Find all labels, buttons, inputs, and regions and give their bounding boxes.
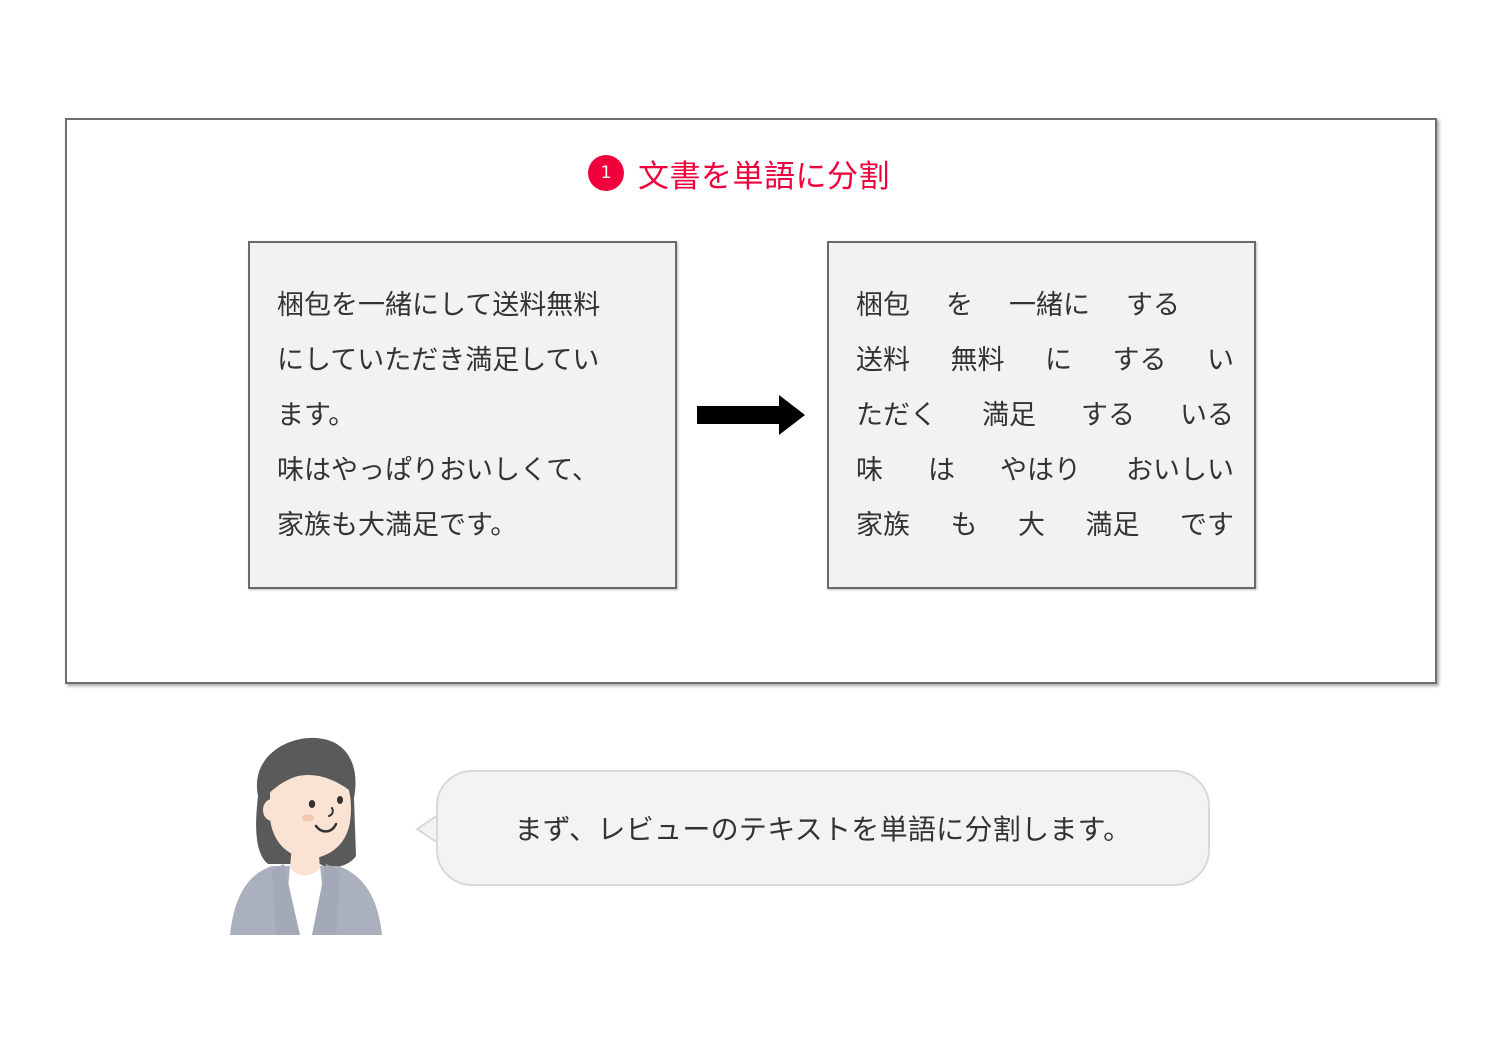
token: する	[1113, 333, 1167, 388]
token-line: 送料 無料 に する い	[856, 333, 1234, 388]
original-text-line: 家族も大満足です。	[277, 498, 655, 553]
token: 送料	[856, 333, 910, 388]
original-text-line: 梱包を一緒にして送料無料	[277, 278, 655, 333]
token: いる	[1180, 388, 1234, 443]
token: を	[946, 278, 973, 333]
original-text-line: ます。	[277, 388, 655, 443]
token: やはり	[1000, 443, 1081, 498]
step-number-badge: 1	[588, 155, 624, 191]
token: です	[1180, 498, 1234, 553]
token-line: 梱包 を 一緒に する	[856, 278, 1234, 333]
step-title-text: 文書を単語に分割	[638, 151, 890, 196]
token: 一緒に	[1009, 278, 1090, 333]
token: 味	[856, 443, 883, 498]
speech-bubble: まず、レビューのテキストを単語に分割します。	[436, 770, 1210, 886]
original-text-lines: 梱包を一緒にして送料無料 にしていただき満足してい ます。 味はやっぱりおいしく…	[277, 278, 655, 553]
token: 満足	[1086, 498, 1140, 553]
original-text-line: にしていただき満足してい	[277, 333, 655, 388]
token: い	[1207, 333, 1234, 388]
token: 家族	[856, 498, 910, 553]
token-line: ただく 満足 する いる	[856, 388, 1234, 443]
token: おいしい	[1126, 443, 1234, 498]
step-title: 1 文書を単語に分割	[588, 150, 890, 196]
speech-bubble-text: まず、レビューのテキストを単語に分割します。	[514, 808, 1131, 848]
token: は	[928, 443, 955, 498]
token-line: 味 は やはり おいしい	[856, 443, 1234, 498]
tokenized-text-lines: 梱包 を 一緒に する 送料 無料 に する い ただく 満足 する いる 味 …	[856, 278, 1234, 553]
token: する	[1126, 278, 1180, 333]
token: 無料	[951, 333, 1005, 388]
token: ただく	[856, 388, 937, 443]
speaker-avatar	[228, 736, 384, 936]
token: する	[1081, 388, 1135, 443]
token: 大	[1018, 498, 1045, 553]
token: も	[951, 498, 978, 553]
right-arrow-icon	[697, 393, 807, 437]
tokenized-text-box: 梱包 を 一緒に する 送料 無料 に する い ただく 満足 する いる 味 …	[827, 241, 1256, 589]
token: 満足	[982, 388, 1036, 443]
original-text-box: 梱包を一緒にして送料無料 にしていただき満足してい ます。 味はやっぱりおいしく…	[248, 241, 677, 589]
token-line: 家族 も 大 満足 です	[856, 498, 1234, 553]
token: 梱包	[856, 278, 910, 333]
token: に	[1045, 333, 1072, 388]
original-text-line: 味はやっぱりおいしくて、	[277, 443, 655, 498]
